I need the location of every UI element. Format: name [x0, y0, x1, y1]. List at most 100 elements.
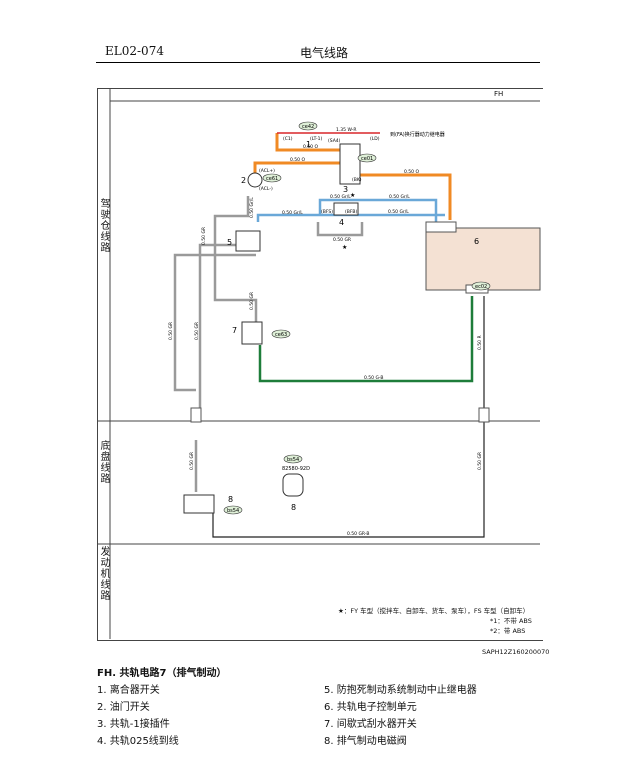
wire-label-050gr-g: 0.50 GR: [477, 452, 483, 470]
section-label-chassis: 底盘线路: [98, 440, 109, 484]
tag-ce01: [357, 153, 377, 163]
callout-star-b: ★: [342, 244, 347, 251]
pin-ld: (LD): [370, 136, 380, 142]
tag-bs54b: [283, 454, 303, 464]
wire-label-050grl-a: 0.50 Gr/L: [330, 194, 351, 200]
legend-right: 5. 防抱死制动系统制动中止继电器 6. 共轨电子控制单元 7. 间歇式刮水器开…: [324, 682, 477, 750]
callout-8a: 8: [228, 495, 233, 504]
corner-code: FH: [494, 90, 504, 98]
callout-8b: 8: [291, 503, 296, 512]
switch-2-symbol: [247, 172, 263, 188]
wire-black-ground: [212, 510, 485, 538]
legend-item: 8. 排气制动电磁阀: [324, 736, 407, 747]
wire-blue-a: [318, 198, 438, 222]
note-with-abs: *2：带 ABS: [490, 627, 526, 635]
wire-orange-top: [275, 133, 340, 152]
pin-c1: (C1): [283, 136, 293, 142]
wire-label-050gr-c: 0.50 GR: [168, 322, 174, 340]
wire-gray-d: [316, 222, 364, 237]
tag-bs54a: [223, 505, 243, 515]
wire-gray-a: [213, 196, 258, 322]
wiper-switch-7-body: [241, 321, 263, 345]
legend-item: 3. 共轨-1接插件: [97, 719, 170, 730]
wire-label-050gr-b: 0.50 GR: [201, 227, 207, 245]
wire-label-135wr: 1.35 W-R: [336, 127, 356, 133]
notes: ★：FY 车型（搅拌车、自卸车、货车、泵车），FS 车型（自卸车） *1：不带 …: [338, 606, 532, 636]
callout-5: 5: [227, 238, 232, 247]
note-fy-fs: ★：FY 车型（搅拌车、自卸车、货车、泵车），FS 车型（自卸车）: [338, 607, 530, 615]
wire-label-050grl-b: 0.50 Gr/L: [389, 194, 410, 200]
wire-label-050grl-c: 0.50 Gr/L: [282, 210, 303, 216]
wire-label-050grb: 0.50 GR-B: [347, 531, 369, 537]
label-ce63: ce63: [275, 332, 287, 338]
section-label-engine: 发动机线路: [98, 546, 109, 601]
ecu-connector: [425, 221, 457, 233]
callout-6: 6: [474, 237, 479, 246]
wire-label-050grl-v: 0.50 Gr/L: [249, 197, 255, 218]
callout-to-relay: 到(FA)换行器动力继电器: [390, 131, 445, 138]
header-rule: [96, 62, 540, 63]
callout-2: 2: [241, 176, 246, 185]
wire-label-050grl-d: 0.50 Gr/L: [388, 209, 409, 215]
wire-label-050gr-a: 0.50 GR: [333, 237, 351, 243]
callout-4: 4: [339, 218, 344, 227]
legend-item: 7. 间歇式刮水器开关: [324, 719, 417, 730]
solenoid-8-body: [183, 494, 215, 514]
label-ec02: ec02: [475, 284, 487, 290]
chassis-connector-right: [478, 407, 490, 423]
wire-label-050gr-e: 0.50 GR: [249, 292, 255, 310]
label-ce61: ce61: [266, 176, 278, 182]
pin-acl2: (ACL-): [259, 186, 273, 192]
wire-blue-b: [256, 213, 445, 222]
wire-gray-c: [173, 253, 256, 392]
label-bs54b: bs54: [287, 457, 299, 463]
figure-code: SAPH12Z160200070: [482, 648, 550, 656]
callout-7: 7: [232, 326, 237, 335]
legend-item: 6. 共轨电子控制单元: [324, 702, 417, 713]
wire-label-050gr-d: 0.50 GR: [194, 322, 200, 340]
pin-bk: (BK): [352, 177, 362, 183]
connector-8-view: [282, 473, 304, 497]
legend-item: 5. 防抱死制动系统制动中止继电器: [324, 685, 477, 696]
pin-lt1: (LT-1): [310, 136, 322, 142]
pin-sa4: (SA4): [328, 138, 341, 144]
ecu-block: [425, 227, 541, 291]
note-no-abs: *1：不带 ABS: [490, 617, 532, 625]
wire-label-050r: 0.50 R: [477, 335, 483, 350]
label-ce42: ce42: [302, 124, 314, 130]
wire-orange-right: [360, 173, 452, 220]
wire-label-050o-c: 0.50 O: [404, 169, 419, 175]
callout-1: 1: [306, 140, 311, 149]
tag-ce63: [271, 329, 291, 339]
tag-ec02: [471, 281, 491, 291]
chassis-connector-left: [190, 407, 202, 423]
wire-label-050gr-f: 0.50 GR: [189, 452, 195, 470]
callout-3: 3: [343, 185, 348, 194]
page-title: 电气线路: [300, 46, 349, 60]
wire-green: [258, 296, 474, 383]
legend-left: 1. 离合器开关 2. 油门开关 3. 共轨-1接插件 4. 共轨025线到线: [97, 682, 179, 750]
wire-gray-b: [198, 243, 248, 410]
callout-star-a: ★: [350, 192, 355, 199]
pin-bfb: (BFB): [345, 209, 358, 215]
label-bs54a: bs54: [227, 508, 239, 514]
connector-4-body: [333, 202, 359, 216]
wire-label-050o-b: 0.50 O: [290, 157, 305, 163]
relay-5-body: [235, 230, 261, 252]
label-nr-note: 82580-92D: [282, 466, 310, 472]
legend-item: 4. 共轨025线到线: [97, 736, 179, 747]
diagram-frame: [97, 88, 543, 641]
pin-acl: (ACL+): [259, 168, 275, 174]
tag-ce42: [298, 121, 318, 131]
section-label-cab: 驾驶仓线路: [98, 198, 109, 253]
legend-item: 1. 离合器开关: [97, 685, 160, 696]
figure-caption: FH. 共轨电路7（排气制动）: [97, 668, 227, 679]
legend-item: 2. 油门开关: [97, 702, 150, 713]
page-code: EL02-074: [105, 44, 164, 58]
connector-3-body: [339, 143, 361, 185]
label-ce01: ce01: [361, 156, 373, 162]
wire-label-050o-a: 0.50 O: [303, 144, 318, 150]
pin-bfs: (BFS): [321, 209, 333, 215]
tag-ce61: [262, 173, 282, 183]
